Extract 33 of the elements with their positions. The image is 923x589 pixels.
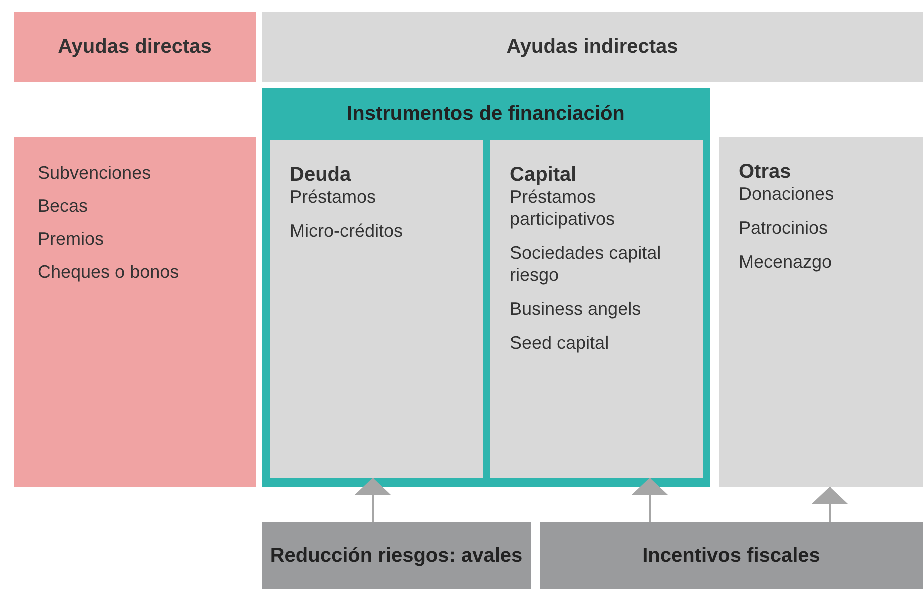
heading-text: Reducción riesgos: avales [270, 544, 523, 566]
heading-text: Incentivos fiscales [642, 544, 820, 566]
list-item: Sociedades capital riesgo [510, 242, 662, 286]
footer-box [262, 522, 531, 589]
column-panel [490, 140, 703, 478]
header-box [14, 12, 256, 82]
arrow [812, 487, 848, 522]
list-item: Patrocinios [739, 217, 830, 239]
header-box [262, 12, 923, 82]
framed-panel [262, 88, 710, 487]
column-panel [270, 140, 483, 478]
list-item: Seed capital [510, 332, 610, 354]
heading-text: Ayudas indirectas [506, 36, 678, 58]
heading-text: Capital [510, 164, 578, 186]
footer-box [540, 522, 923, 589]
list-item: Préstamos [290, 186, 378, 208]
heading-text: Otras [739, 161, 792, 183]
heading-text: Deuda [290, 164, 352, 186]
list-item: Préstamos participativos [510, 186, 616, 230]
list-item: Premios [38, 228, 106, 251]
list-item: Becas [38, 195, 90, 218]
list-panel [14, 137, 256, 487]
list-item: Cheques o bonos [38, 261, 180, 284]
list-item: Donaciones [739, 183, 836, 205]
list-item: Micro-créditos [290, 220, 404, 242]
list-item: Mecenazgo [739, 251, 834, 273]
arrow [632, 478, 668, 522]
arrow [355, 478, 391, 522]
list-item: Subvenciones [38, 162, 152, 185]
heading-text: Instrumentos de financiación [347, 103, 625, 125]
list-item: Business angels [510, 298, 642, 320]
heading-text: Ayudas directas [58, 36, 212, 58]
column-panel [719, 137, 923, 487]
